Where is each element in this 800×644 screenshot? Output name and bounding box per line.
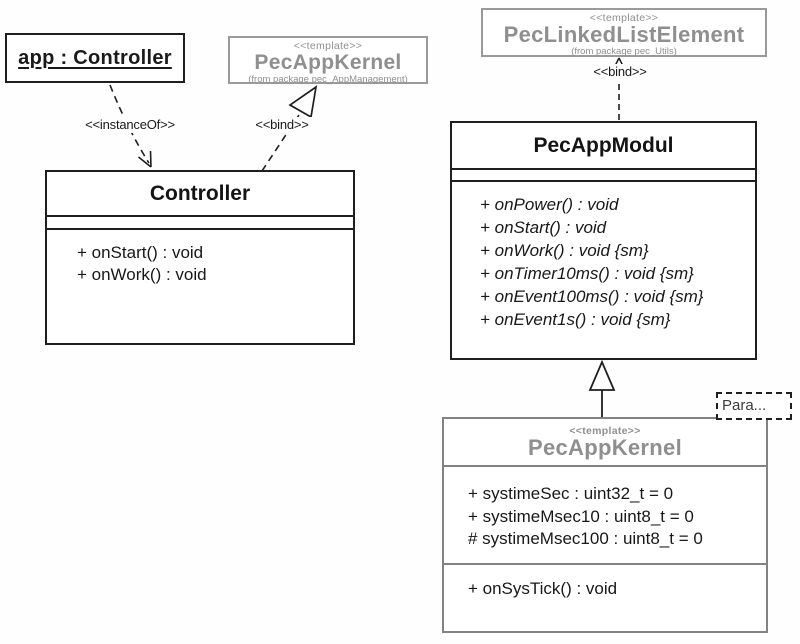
instanceof-label: <<instanceOf>>: [74, 117, 186, 133]
object-box-app-controller: app : Controller: [5, 33, 185, 83]
operations-compartment: + onPower() : void + onStart() : void + …: [452, 182, 755, 331]
operation-item: + onSysTick() : void: [468, 579, 618, 598]
attribute-item: # systimeMsec100 : uint8_t = 0: [468, 529, 703, 548]
stereotype-label: <<template>>: [293, 40, 363, 52]
class-title: <<template>> PecAppKernel: [444, 419, 766, 467]
operation-item: + onEvent1s() : void {sm}: [480, 310, 671, 329]
class-name: PecLinkedListElement: [503, 22, 745, 47]
operation-item: + onPower() : void: [480, 195, 619, 214]
operation-item: + onTimer10ms() : void {sm}: [480, 264, 694, 283]
template-box-peclinkedlistelement: <<template>> PecLinkedListElement (from …: [481, 8, 767, 57]
stereotype-label: <<template>>: [569, 424, 641, 437]
generalization-triangle-icon: [588, 359, 616, 391]
template-parameter-label: Para...: [722, 397, 767, 414]
class-box-pecappkernel: <<template>> PecAppKernel + systimeSec :…: [442, 417, 768, 633]
bind-left-label: <<bind>>: [248, 117, 316, 133]
instanceof-arrowhead-icon: [138, 150, 152, 168]
template-box-pecappkernel-top: <<template>> PecAppKernel (from package …: [228, 36, 428, 85]
operation-item: + onWork() : void {sm}: [480, 241, 649, 260]
class-name: PecAppKernel: [254, 51, 402, 74]
class-box-pecappmodul: PecAppModul + onPower() : void + onStart…: [450, 121, 757, 360]
package-label: (from package pec_AppManagement): [248, 74, 408, 85]
operations-compartment: + onStart() : void + onWork() : void: [47, 230, 353, 286]
bind-left-triangle-icon: [288, 85, 318, 119]
operation-item: + onStart() : void: [480, 218, 607, 237]
object-label: app : Controller: [18, 46, 172, 69]
operations-compartment: + onSysTick() : void: [444, 565, 766, 600]
operation-item: + onWork() : void: [77, 265, 207, 284]
stereotype-label: <<template>>: [589, 12, 659, 24]
attribute-item: + systimeSec : uint32_t = 0: [468, 484, 674, 503]
class-title: Controller: [47, 172, 353, 217]
attributes-compartment: + systimeSec : uint32_t = 0 + systimeMse…: [444, 467, 766, 565]
class-box-controller: Controller + onStart() : void + onWork()…: [45, 170, 355, 345]
package-label: (from package pec_Utils): [571, 46, 677, 57]
operation-item: + onStart() : void: [77, 243, 204, 262]
bind-right-label: <<bind>>: [586, 64, 654, 80]
class-title: PecAppModul: [452, 123, 755, 170]
operation-item: + onEvent100ms() : void {sm}: [480, 287, 704, 306]
attribute-item: + systimeMsec10 : uint8_t = 0: [468, 506, 694, 526]
template-parameter-box: Para...: [716, 392, 792, 420]
attributes-compartment-empty: [47, 217, 353, 230]
class-name: PecAppKernel: [528, 434, 682, 460]
attributes-compartment-empty: [452, 170, 755, 182]
